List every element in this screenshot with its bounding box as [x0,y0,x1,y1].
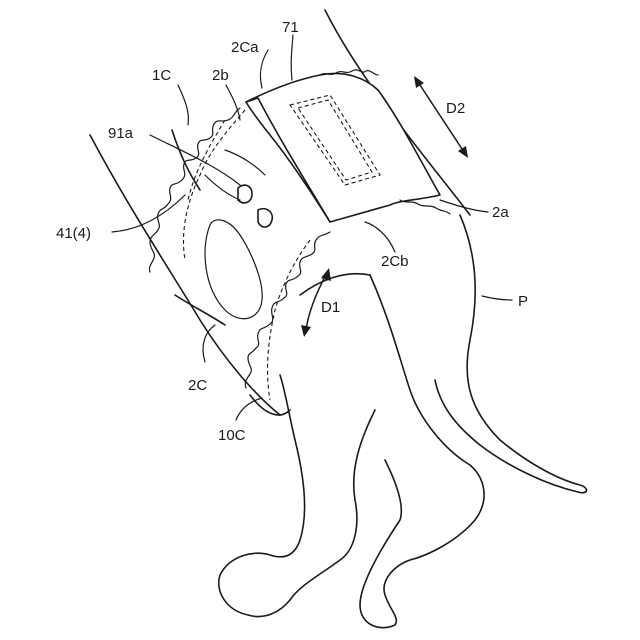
label-D1: D1 [321,299,340,316]
label-2Ca: 2Ca [231,39,259,56]
label-2Cb: 2Cb [381,253,409,270]
label-1C: 1C [152,67,171,84]
label-2b: 2b [212,67,229,84]
label-41-4: 41(4) [56,225,91,242]
label-71: 71 [282,19,299,36]
label-2C: 2C [188,377,207,394]
waist-belt [246,70,450,222]
label-2a: 2a [492,204,509,221]
arrow-d2 [414,76,468,158]
label-91a: 91a [108,125,134,142]
label-10C: 10C [218,427,246,444]
label-D2: D2 [446,100,465,117]
label-P: P [518,293,528,310]
